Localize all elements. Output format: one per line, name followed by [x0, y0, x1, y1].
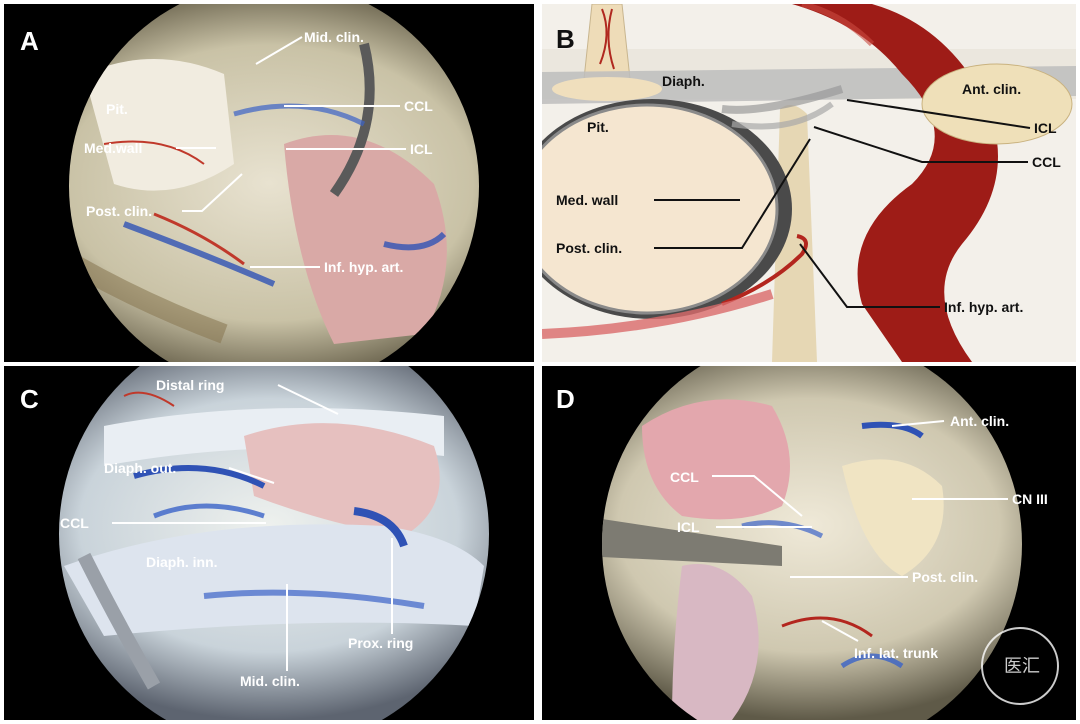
label-ccl: CCL — [1032, 154, 1061, 170]
label-med-wall: Med.wall — [84, 140, 142, 156]
label-pit: Pit. — [106, 101, 128, 117]
label-pit: Pit. — [587, 119, 609, 135]
label-inf-hyp-art: Inf. hyp. art. — [324, 259, 403, 275]
posterior-clinoid — [772, 105, 817, 362]
panel-b: B Diaph. Ant. clin. Pit. ICL CCL Med. wa… — [542, 4, 1076, 362]
pituitary-gland — [542, 103, 779, 315]
label-icl: ICL — [1034, 120, 1057, 136]
anterior-clinoid — [921, 63, 1073, 145]
label-prox-ring: Prox. ring — [348, 635, 413, 651]
label-ccl: CCL — [60, 515, 89, 531]
label-ant-clin: Ant. clin. — [950, 413, 1009, 429]
watermark-text: 医汇 — [1004, 656, 1040, 677]
panel-d: 医汇 D Ant. clin. CCL CN III ICL Post. cli… — [542, 366, 1076, 720]
panel-b-letter: B — [556, 24, 575, 54]
panel-c-image: C Distal ring Diaph. out. CCL Diaph. inn… — [4, 366, 534, 720]
instrument — [602, 516, 782, 566]
panel-c: C Distal ring Diaph. out. CCL Diaph. inn… — [4, 366, 534, 720]
label-ccl: CCL — [404, 98, 433, 114]
carotid-artery — [244, 423, 440, 536]
carotid-artery — [284, 135, 447, 344]
panel-c-letter: C — [20, 384, 39, 414]
panel-b-illustration: B Diaph. Ant. clin. Pit. ICL CCL Med. wa… — [542, 4, 1076, 362]
instrument — [329, 42, 375, 197]
panel-d-image: 医汇 D Ant. clin. CCL CN III ICL Post. cli… — [542, 366, 1076, 720]
panel-a: A Mid. clin. Pit. CCL Med.wall ICL Post.… — [4, 4, 534, 362]
label-post-clin: Post. clin. — [556, 240, 622, 256]
label-icl: ICL — [677, 519, 700, 535]
label-diaph-out: Diaph. out. — [104, 460, 176, 476]
panel-d-letter: D — [556, 384, 575, 414]
label-post-clin: Post. clin. — [912, 569, 978, 585]
instrument — [77, 552, 161, 690]
carotid-artery — [642, 399, 790, 520]
watermark-logo — [981, 627, 1059, 705]
label-ccl: CCL — [670, 469, 699, 485]
label-icl: ICL — [410, 141, 433, 157]
label-distal-ring: Distal ring — [156, 377, 224, 393]
label-mid-clin: Mid. clin. — [240, 673, 300, 689]
label-diaph-inn: Diaph. inn. — [146, 554, 218, 570]
label-ant-clin: Ant. clin. — [962, 81, 1021, 97]
panel-a-letter: A — [20, 26, 39, 56]
label-post-clin: Post. clin. — [86, 203, 152, 219]
inferior-hypophyseal-artery — [721, 234, 808, 306]
cn3-tissue — [842, 459, 944, 576]
label-med-wall: Med. wall — [556, 192, 618, 208]
label-cn3: CN III — [1012, 491, 1048, 507]
panel-a-image: A Mid. clin. Pit. CCL Med.wall ICL Post.… — [4, 4, 534, 362]
label-inf-lat-trunk: Inf. lat. trunk — [854, 645, 938, 661]
label-diaph: Diaph. — [662, 73, 705, 89]
label-mid-clin: Mid. clin. — [304, 29, 364, 45]
label-inf-hyp-art: Inf. hyp. art. — [944, 299, 1023, 315]
